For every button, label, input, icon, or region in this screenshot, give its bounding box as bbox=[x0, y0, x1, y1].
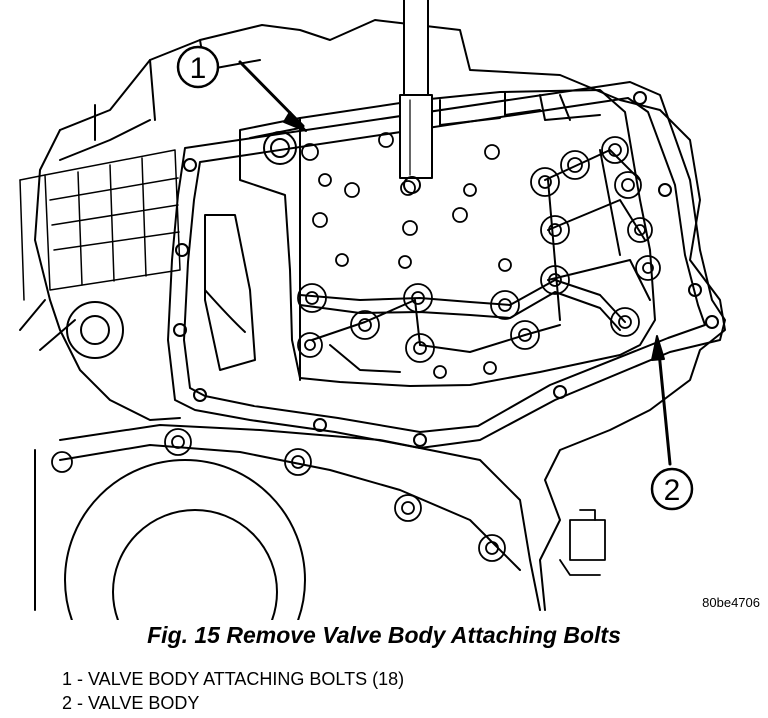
figure-code: 80be4706 bbox=[702, 595, 760, 610]
tool-shaft bbox=[399, 0, 433, 194]
callout-1: 1 bbox=[176, 45, 307, 132]
callout-1-number: 1 bbox=[190, 52, 207, 85]
callout-2-number: 2 bbox=[664, 474, 681, 507]
converter-housing bbox=[34, 301, 541, 620]
legend-label: VALVE BODY ATTACHING BOLTS (18) bbox=[88, 669, 405, 689]
valve-body-illustration: 1 2 80be4706 bbox=[19, 0, 760, 620]
legend-number: 1 bbox=[62, 669, 73, 689]
legend-label: VALVE BODY bbox=[88, 693, 200, 713]
legend-number: 2 bbox=[62, 693, 73, 713]
callout-2: 2 bbox=[650, 335, 694, 511]
valve-body bbox=[204, 89, 656, 387]
legend-item-1: 1 - VALVE BODY ATTACHING BOLTS (18) bbox=[62, 669, 405, 689]
legend-item-2: 2 - VALVE BODY bbox=[62, 693, 200, 713]
pan-gasket bbox=[167, 81, 726, 449]
callout-legend: 1 - VALVE BODY ATTACHING BOLTS (18) 2 - … bbox=[62, 667, 404, 715]
pan-flange-bolts bbox=[51, 428, 606, 576]
ribbed-grille bbox=[19, 149, 181, 301]
attaching-bolts bbox=[297, 132, 661, 379]
figure-caption: Fig. 15 Remove Valve Body Attaching Bolt… bbox=[147, 622, 621, 648]
